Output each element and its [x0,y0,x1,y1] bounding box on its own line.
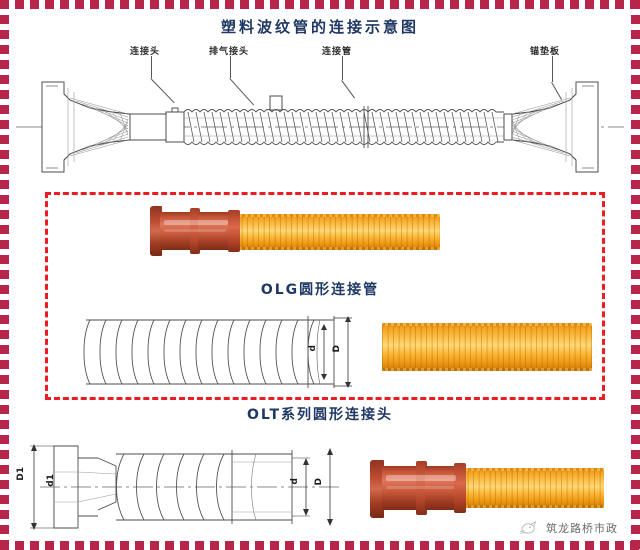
callout-label-connector-head: 连接头 [130,47,161,57]
dimension-label-d1: d1 [46,474,56,487]
olg-spiral-drawing [83,316,352,388]
frame-border-left [0,0,9,550]
brand-watermark: 筑龙路桥市政 [519,520,618,536]
callout-leader-anchor-plate [552,56,553,82]
olg-duct-photo [382,323,592,371]
page-title: 塑料波纹管的连接示意图 [220,18,419,36]
olg-section-title: OLG圆形连接管 [260,282,380,298]
olt-connector-photo [370,456,604,528]
callout-label-connecting-pipe: 连接管 [322,47,353,57]
orange-duct-body [236,214,440,250]
dimension-label-d-olg: d [308,345,318,352]
dimension-label-D-olg: D [332,345,342,353]
olt-duct-body [462,468,604,508]
callout-label-exhaust-joint: 排气接头 [209,47,250,57]
callout-label-anchor-plate: 锚垫板 [530,47,561,57]
diagram-canvas: 塑料波纹管的连接示意图 连接头 排气接头 连接管 锚垫板 [12,12,628,538]
bird-logo-icon [520,520,537,534]
olt-section-title: OLT系列圆形连接头 [246,407,394,423]
top-assembly-drawing [16,81,624,173]
frame-border-bottom [0,541,640,550]
callout-leader-connecting-pipe [342,56,343,80]
brand-name: 筑龙路桥市政 [546,522,618,535]
dimension-label-d-olt: d [290,478,300,485]
callout-leader-exhaust-joint [230,56,231,78]
olg-connector-photo [150,200,440,268]
dimension-label-D-olt: D [314,478,324,486]
dimension-label-D1: D1 [16,467,26,481]
callout-leader-connector-head [151,56,152,78]
frame-border-top [0,0,640,9]
olg-highlight-box [45,192,605,400]
frame-border-right [631,0,640,550]
olt-connector-drawing [30,444,340,530]
